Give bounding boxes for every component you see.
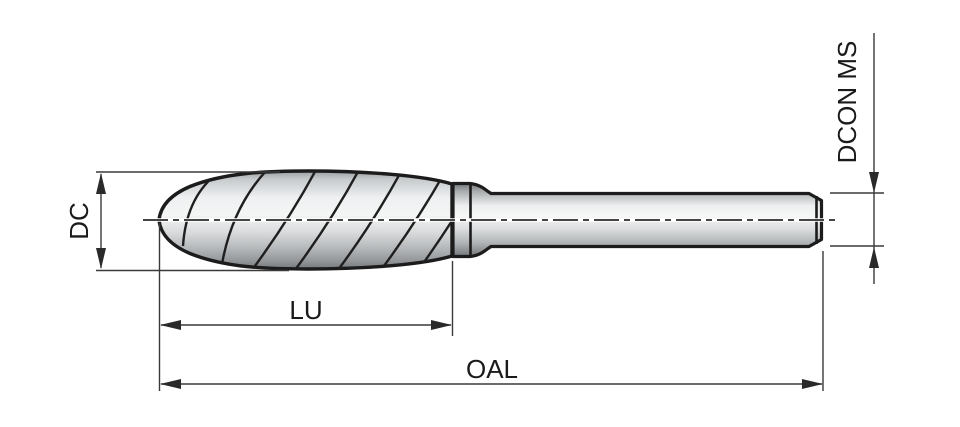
oal-arrow-left — [160, 379, 181, 389]
dimension-arrows — [96, 172, 879, 389]
dcon-arrow-up — [869, 247, 879, 268]
dimension-labels: DC LU OAL DCON MS — [64, 41, 862, 384]
oal-label: OAL — [466, 354, 518, 384]
lu-arrow-left — [160, 320, 181, 330]
dc-arrow-down — [96, 248, 106, 269]
dcon-arrow-down — [869, 172, 879, 193]
flute-line — [377, 171, 448, 269]
flute-line — [416, 171, 452, 269]
dimension-lines — [96, 33, 884, 391]
flute-line — [181, 175, 215, 247]
lu-arrow-right — [431, 320, 452, 330]
lu-label: LU — [289, 295, 322, 325]
dc-arrow-up — [96, 173, 106, 194]
dcon-ms-label: DCON MS — [832, 41, 862, 164]
dc-label: DC — [64, 202, 94, 240]
oal-arrow-right — [802, 379, 823, 389]
flute-line — [220, 171, 267, 265]
